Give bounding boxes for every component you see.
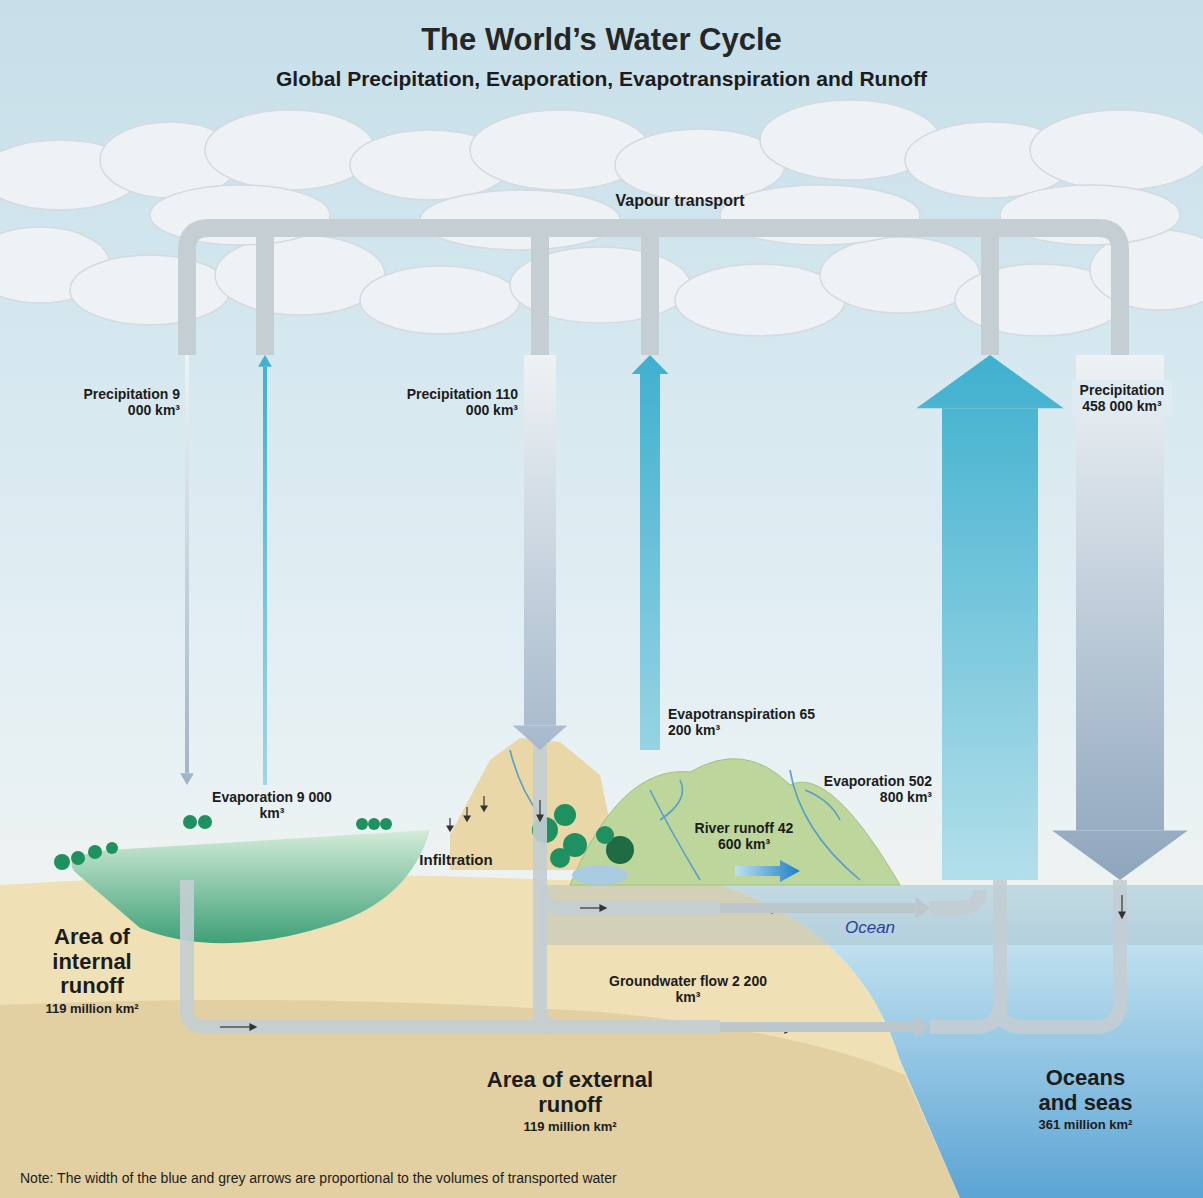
arrow-head [1052, 830, 1188, 880]
region-area: 119 million km² [460, 1120, 680, 1135]
arrow-head [513, 726, 567, 750]
arrow-head [916, 897, 931, 920]
text-group: Oceans and seas 361 million km² [1028, 1066, 1143, 1133]
arrow-shaft [720, 1022, 916, 1032]
flow-label: Evapotranspiration 65 200 km³ [668, 706, 828, 738]
flow-arrow [258, 355, 272, 785]
diagram-title: The World’s Water Cycle [0, 22, 1203, 58]
arrow-shaft [942, 408, 1038, 880]
arrow-shaft [640, 374, 660, 750]
process-label: Infiltration [400, 851, 512, 868]
text-group: Area of external runoff 119 million km² [460, 1068, 680, 1135]
arrow-head [258, 355, 272, 367]
land-region: Area of internal runoff 119 million km² [10, 785, 430, 1045]
ocean-region: Oceans and seas 361 million km² [930, 880, 1203, 1198]
flow-arrow [513, 355, 567, 750]
arrow-shaft [263, 367, 267, 785]
river-arrow [735, 860, 800, 882]
text-group: Vapour transport [170, 192, 1190, 210]
flow-label: Precipitation 458 000 km³ [1072, 380, 1172, 416]
arrow-shaft [524, 355, 556, 726]
arrow-head [916, 1016, 931, 1039]
pond [572, 865, 628, 885]
region-name: Oceans and seas [1028, 1066, 1143, 1115]
region-name: Area of external runoff [460, 1068, 680, 1117]
flow-arrow [1052, 355, 1188, 880]
subtitle: Global Precipitation, Evaporation, Evapo… [60, 67, 1143, 91]
flow-arrow [916, 355, 1063, 880]
vapour-band: Vapour transport [170, 185, 1190, 355]
ocean-label: Ocean [820, 918, 920, 938]
region-area: 119 million km² [27, 1002, 157, 1017]
region-name: Area of internal runoff [27, 925, 157, 999]
arrow-head [180, 773, 194, 785]
arrow-shaft [185, 355, 189, 773]
arrow-head [632, 355, 669, 374]
land-region: Area of external runoff 119 million km² [440, 750, 720, 1150]
rivers [510, 750, 860, 880]
flow-arrow [720, 897, 930, 920]
arrow-head [916, 355, 1063, 408]
note: Note: The width of the blue and grey arr… [20, 1170, 1020, 1186]
region-area: 361 million km² [1028, 1118, 1143, 1133]
flow-label: Precipitation 9 000 km³ [62, 386, 180, 418]
flow-label: Evaporation 9 000 km³ [212, 789, 332, 821]
flow-arrow [720, 1016, 930, 1039]
flow-arrow [632, 355, 669, 750]
flow-label: Evaporation 502 800 km³ [812, 773, 932, 805]
arrow-shaft [720, 903, 916, 913]
flow-label: Groundwater flow 2 200 km³ [606, 973, 770, 1005]
flow-label: River runoff 42 600 km³ [688, 820, 800, 852]
flow-label: Precipitation 110 000 km³ [398, 386, 518, 418]
arrow-shaft [1076, 355, 1164, 830]
vapour-pipe [187, 228, 1120, 355]
flow-arrow [180, 355, 194, 785]
region-name: Vapour transport [170, 192, 1190, 210]
text-group: Area of internal runoff 119 million km² [27, 925, 157, 1016]
